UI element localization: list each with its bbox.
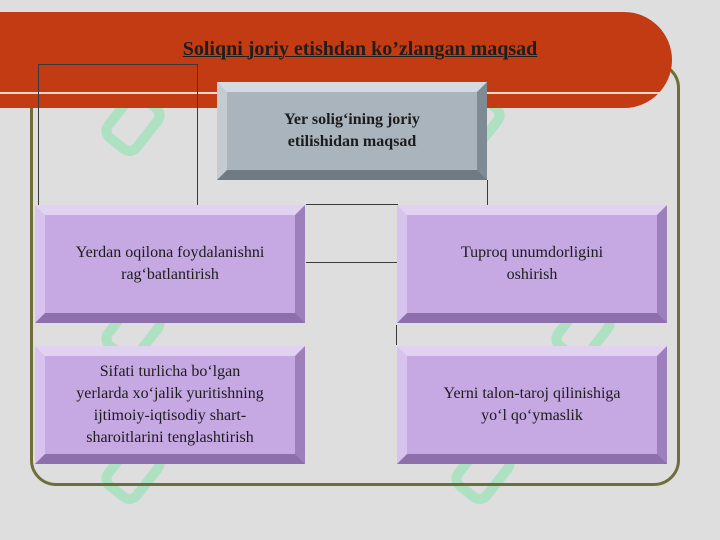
connector-line [38, 64, 198, 65]
goal-box-prevent-plunder: Yerni talon-taroj qilinishiga yo‘l qo‘ym… [397, 346, 667, 464]
goal-box-land-use: Yerdan oqilona foydalanishni rag‘batlant… [35, 205, 305, 323]
connector-line [396, 325, 397, 345]
goal-box-equalize-conditions: Sifati turlicha bo‘lgan yerlarda xo‘jali… [35, 346, 305, 464]
connector-line [38, 64, 39, 206]
goal-box-soil-fertility: Tuproq unumdorligini oshirish [397, 205, 667, 323]
main-goal-box: Yer solig‘ining joriy etilishidan maqsad [217, 82, 487, 180]
connector-line [197, 64, 198, 205]
goal-text: Yerdan oqilona foydalanishni rag‘batlant… [75, 244, 265, 283]
goal-text: Yerni talon-taroj qilinishiga yo‘l qo‘ym… [443, 385, 621, 424]
main-goal-text: Yer solig‘ining joriy etilishidan maqsad [284, 111, 420, 150]
goal-text: Sifati turlicha bo‘lgan yerlarda xo‘jali… [76, 363, 264, 446]
connector-line [306, 204, 398, 205]
slide-title: Soliqni joriy etishdan ko’zlangan maqsad [182, 38, 538, 60]
goal-text: Tuproq unumdorligini oshirish [460, 244, 604, 283]
connector-line [306, 262, 398, 263]
